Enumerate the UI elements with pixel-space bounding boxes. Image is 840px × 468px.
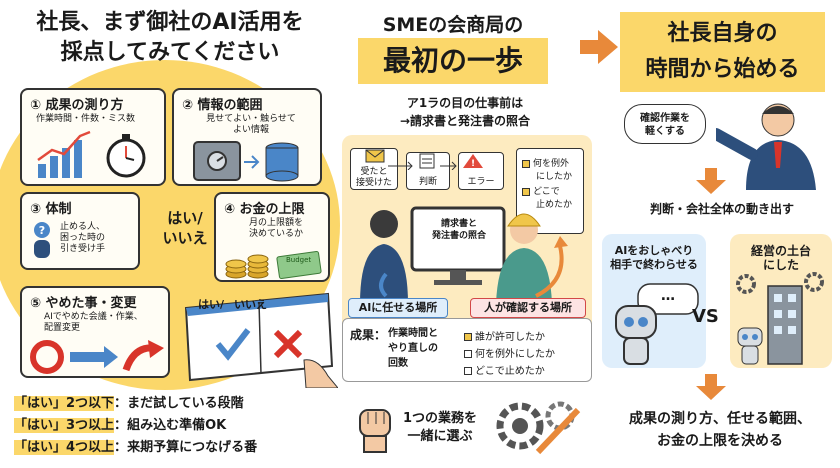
- book-no: いいえ: [234, 298, 268, 311]
- book-header: はい/いいえ: [198, 298, 268, 311]
- right-bottom-text: 成果の測り方、任せる範囲、 お金の上限を決める: [629, 411, 811, 449]
- book-yes: はい: [198, 298, 220, 311]
- score-line-3: 「はい」4つ以上：来期予算につなげる番: [14, 440, 258, 455]
- stop-and-arrows-icon: [30, 340, 164, 374]
- card-4-title: ④ お金の上限: [224, 202, 305, 217]
- yes-no-label: はい/ いいえ: [162, 209, 208, 247]
- card-performance-measure: ① 成果の測り方 作業時間・件数・ミス数: [20, 88, 166, 186]
- person-question-icon: ?: [34, 222, 50, 258]
- card-4-sub: 月の上限額を 決めているか: [248, 218, 303, 239]
- result-key: 成果：: [350, 328, 387, 342]
- card-3-title: ③ 体制: [30, 202, 72, 217]
- card-3-sub: 止める人、 困った時の 引き受け手: [60, 222, 106, 254]
- down-arrow-1: [696, 168, 726, 194]
- card-changes: ⑤ やめた事・変更 AIでやめた会議・作業、 配置変更: [20, 286, 170, 378]
- ai-task-label: AIに任せる場所: [348, 298, 448, 318]
- card-2-title: ② 情報の範囲: [182, 98, 263, 113]
- score-line-1: 「はい」2つ以下：まだ試している段階: [14, 396, 244, 411]
- bill-label: Budget: [286, 256, 312, 264]
- card-organization: ③ 体制 ? 止める人、 困った時の 引き受け手: [20, 192, 140, 270]
- flow-icons: !: [365, 149, 483, 170]
- human-check-label: 人が確認する場所: [470, 298, 586, 318]
- right-title-line1: 社長自身の: [667, 21, 778, 46]
- chart-and-stopwatch-icon: [37, 130, 146, 178]
- robot-illustration: [615, 283, 699, 365]
- middle-title-line1: SMEの会商局の: [382, 14, 524, 36]
- ceo-pointing-illustration: [716, 103, 816, 190]
- result-check-2: 何を例外にしたか: [464, 345, 555, 360]
- svg-text:!: !: [471, 159, 475, 169]
- fist-icon: [359, 409, 391, 453]
- result-check-3: どこで止めたか: [464, 362, 545, 377]
- flow-decision-box: 判断: [406, 152, 450, 190]
- card-budget-limit: ④ お金の上限 月の上限額を 決めているか Budget: [214, 192, 330, 282]
- scorecard-book-icon: [184, 292, 338, 388]
- card-information-scope: ② 情報の範囲 見せてよい・触らせて よい情報: [172, 88, 322, 186]
- speech-dots: …: [661, 288, 675, 304]
- left-title: 社長、まず御社のAI活用を 採点してみてください: [20, 8, 320, 68]
- check-item-2: どこで止めたか: [522, 184, 572, 210]
- coins-and-bill-icon: [225, 250, 322, 280]
- card-1-sub: 作業時間・件数・ミス数: [36, 114, 136, 124]
- safe-and-database-icon: [193, 141, 299, 182]
- flow-error-box: エラー: [458, 152, 504, 190]
- building-and-robot-illustration: [736, 272, 824, 365]
- monitor-text: 請求書と 発注書の照合: [431, 219, 486, 241]
- down-arrow-2: [696, 374, 726, 400]
- right-arrow-icon: [580, 30, 618, 64]
- left-title-line1: 社長、まず御社のAI活用を: [36, 10, 304, 35]
- left-title-line2: 採点してみてください: [60, 40, 280, 65]
- vs-label: VS: [692, 306, 719, 327]
- flow-received-box: 受たと 接受けた: [350, 148, 398, 190]
- card-5-title: ⑤ やめた事・変更: [30, 296, 137, 311]
- card-2-sub: 見せてよい・触らせて よい情報: [206, 114, 296, 135]
- result-check-1: 誰が許可したか: [464, 328, 545, 343]
- middle-title-line2: 最初の一歩: [358, 38, 548, 84]
- score-line-2: 「はい」3つ以上：組み込む準備OK: [14, 418, 227, 433]
- check-item-1: 何を例外にしたか: [522, 156, 572, 182]
- right-title-line2: 時間から始める: [645, 57, 800, 82]
- result-text: 作業時間と やり直しの 回数: [388, 328, 438, 369]
- svg-text:?: ?: [39, 224, 45, 237]
- speech-bubble: 確認作業を 軽くする: [624, 104, 706, 144]
- card-1-title: ① 成果の測り方: [30, 98, 124, 113]
- middle-text-line2: →請求書と発注書の照合: [399, 114, 531, 128]
- bottom-middle-text: 1つの業務を 一緒に選ぶ: [402, 411, 478, 444]
- middle-text-line1: ア1ラの目の仕事前は: [406, 96, 524, 110]
- gears-and-wrench-icon: [496, 401, 581, 455]
- card-5-sub: AIでやめた会議・作業、 配置変更: [44, 312, 143, 333]
- right-title: 社長自身の 時間から始める: [620, 12, 825, 92]
- right-mid-text: 判断・会社全体の動き出す: [649, 202, 794, 216]
- office-workers-illustration: [360, 206, 568, 304]
